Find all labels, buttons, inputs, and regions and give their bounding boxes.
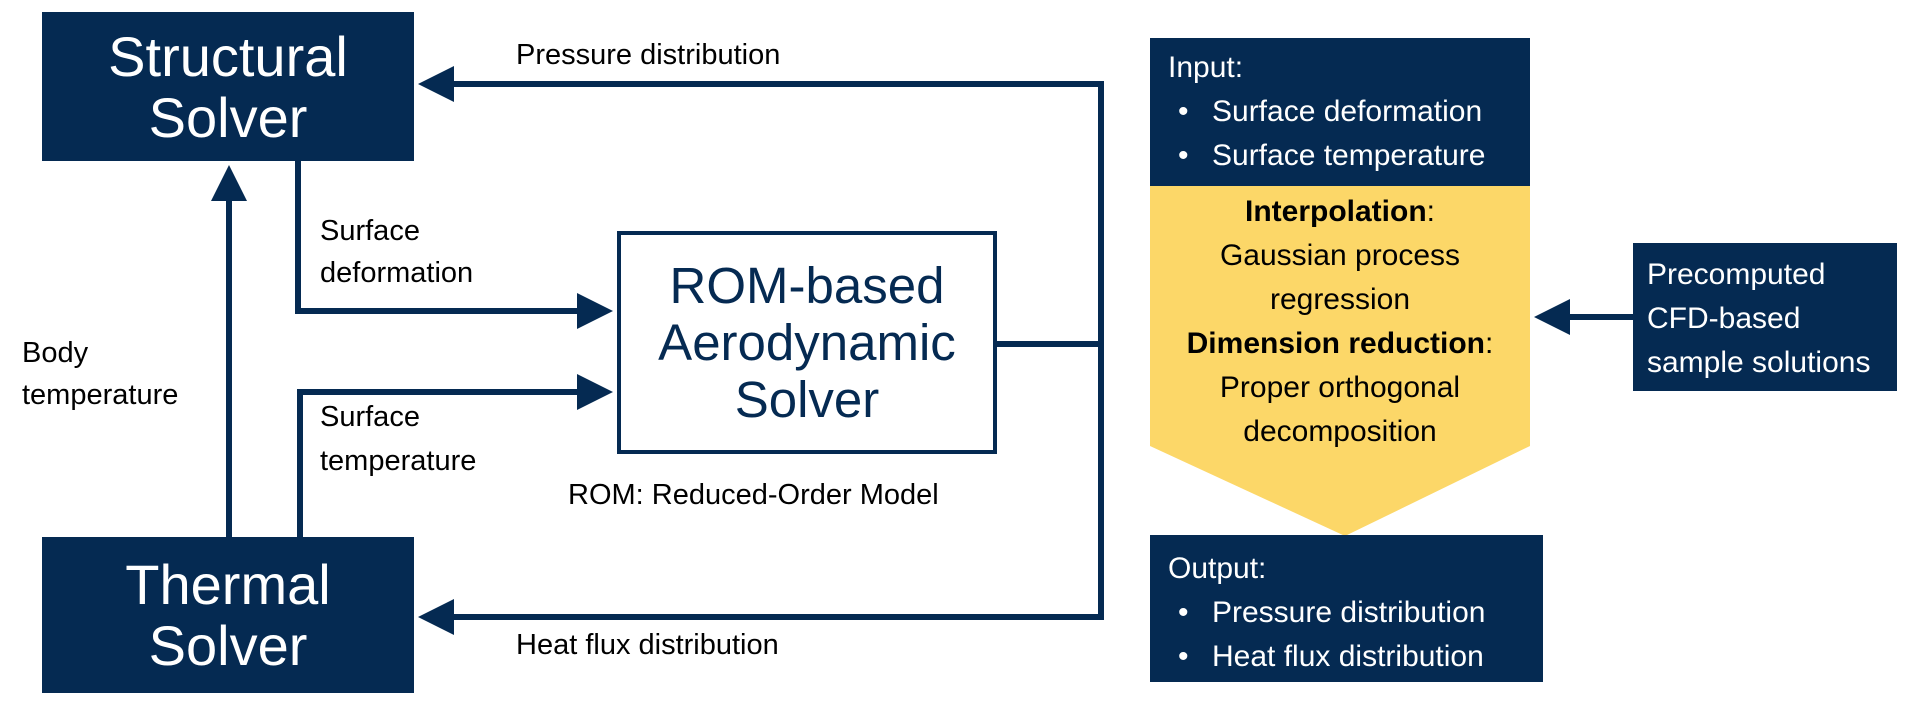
interpolation-line2: regression <box>1269 283 1411 316</box>
structural-solver-line2: Solver <box>148 85 308 149</box>
reduction-heading: Dimension reduction <box>1186 327 1485 360</box>
rom-solver-line3: Solver <box>734 371 880 428</box>
input-item: • Surface temperature <box>1168 134 1530 178</box>
thermal-solver-box: Thermal Solver <box>42 537 414 693</box>
interpolation-heading: Interpolation <box>1245 195 1427 228</box>
structural-solver-line1: Structural <box>108 24 348 88</box>
output-item: • Heat flux distribution <box>1168 635 1543 679</box>
pressure-distribution-label: Pressure distribution <box>516 39 781 71</box>
body-temperature-label-line1: Body <box>22 337 89 369</box>
interpolation-line1: Gaussian process <box>1219 239 1461 272</box>
output-title: Output: <box>1168 552 1267 585</box>
heat-flux-distribution-label: Heat flux distribution <box>516 629 779 661</box>
precomputed-line1: Precomputed <box>1647 258 1826 291</box>
input-title: Input: <box>1168 51 1244 84</box>
bullet: • <box>1178 139 1189 172</box>
bullet: • <box>1178 640 1189 673</box>
output-box: Output: • Pressure distribution • Heat flu… <box>1150 535 1543 682</box>
output-item: • Pressure distribution <box>1168 591 1543 635</box>
structural-solver-box: Structural Solver <box>42 12 414 161</box>
surface-deformation-arrow <box>295 161 613 329</box>
surface-deformation-label-line1: Surface <box>320 215 420 247</box>
interpolation-colon: : <box>1426 195 1435 228</box>
surface-deformation-label-line2: deformation <box>320 257 474 289</box>
rom-solver-line1: ROM-based <box>669 257 945 314</box>
bullet: • <box>1178 596 1189 629</box>
rom-solver-line2: Aerodynamic <box>658 314 956 371</box>
reduction-colon: : <box>1485 327 1494 360</box>
input-list: • Surface deformation • Surface temperatur… <box>1168 90 1530 178</box>
precomputed-solutions-box: Precomputed CFD-based sample solutions <box>1633 243 1897 391</box>
rom-aerodynamic-solver-box: ROM-based Aerodynamic Solver <box>617 231 997 454</box>
bullet: • <box>1178 95 1189 128</box>
output-item-text: Pressure distribution <box>1212 596 1486 629</box>
input-item-text: Surface deformation <box>1212 95 1483 128</box>
body-temperature-label-line2: temperature <box>22 379 179 411</box>
input-item-text: Surface temperature <box>1212 139 1486 172</box>
process-description: Interpolation: Gaussian process regressi… <box>1150 186 1530 448</box>
input-item: • Surface deformation <box>1168 90 1530 134</box>
output-item-text: Heat flux distribution <box>1212 640 1484 673</box>
surface-temperature-label-line1: Surface <box>320 401 420 433</box>
input-box: Input: • Surface deformation • Surface tem… <box>1150 38 1530 186</box>
surface-temperature-label-line2: temperature <box>320 445 477 477</box>
surface-temperature-arrow <box>297 374 613 537</box>
interpolation-heading-line: Interpolation: <box>1245 190 1435 234</box>
rom-note: ROM: Reduced-Order Model <box>568 479 939 511</box>
precomputed-line2: CFD-based <box>1647 302 1801 335</box>
reduction-line1: Proper orthogonal <box>1219 371 1461 404</box>
precomputed-line3: sample solutions <box>1647 346 1871 379</box>
output-list: • Pressure distribution • Heat flux distri… <box>1168 591 1543 679</box>
process-chevron <box>1150 186 1530 536</box>
reduction-heading-line: Dimension reduction: <box>1187 322 1494 366</box>
thermal-solver-line2: Solver <box>148 614 308 677</box>
reduction-line2: decomposition <box>1243 415 1437 448</box>
thermal-solver-line1: Thermal <box>125 553 331 616</box>
